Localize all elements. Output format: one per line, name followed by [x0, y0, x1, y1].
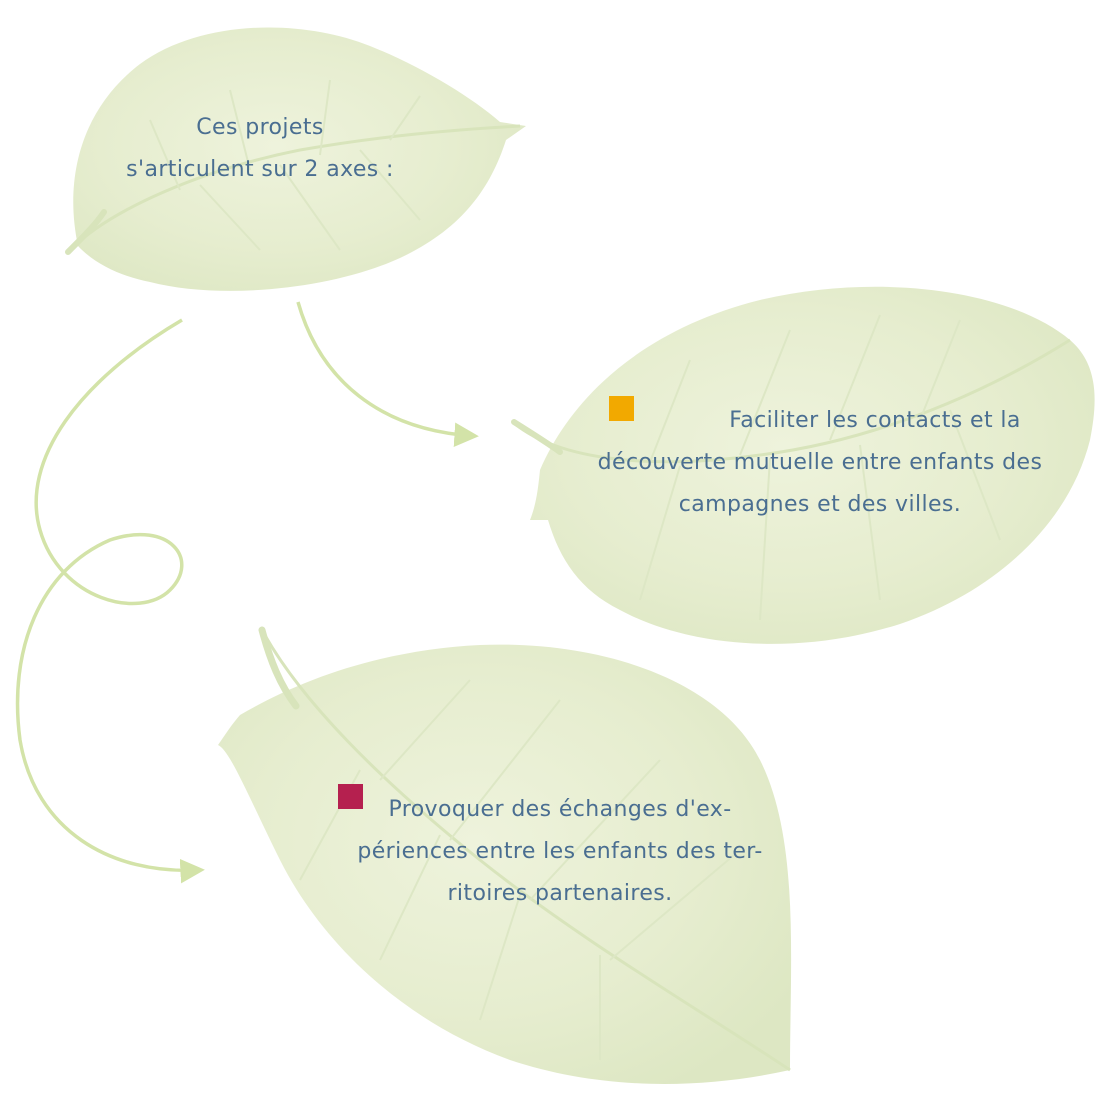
bullet-square-icon-orange	[609, 396, 634, 421]
intro-text: Ces projets s'articulent sur 2 axes :	[80, 107, 440, 191]
axis-1-text: Faciliter les contacts et la découverte …	[540, 400, 1098, 526]
leaf-icon-top	[65, 27, 526, 291]
intro-line-2: s'articulent sur 2 axes :	[126, 157, 394, 182]
axis-1-line-3: campagnes et des villes.	[678, 492, 962, 517]
intro-line-1: Ces projets	[196, 115, 324, 140]
leaf-icon-bottom	[218, 626, 792, 1084]
axis-1-line-2: découverte mutuelle entre enfants des	[597, 450, 1043, 475]
axis-2-text: Provoquer des échanges d'ex- périences e…	[280, 789, 840, 915]
axis-1-line-1: Faciliter les contacts et la	[729, 408, 1021, 433]
connector-arrow-top-to-middle	[296, 301, 479, 447]
bullet-square-icon-crimson	[338, 784, 363, 809]
axis-2-line-1: Provoquer des échanges d'ex-	[388, 797, 732, 822]
leaf-icon-middle	[511, 286, 1095, 644]
axis-2-line-2: périences entre les enfants des ter-	[357, 839, 763, 864]
connector-arrow-loop-to-bottom	[15, 318, 205, 884]
axis-2-line-3: ritoires partenaires.	[447, 881, 673, 906]
